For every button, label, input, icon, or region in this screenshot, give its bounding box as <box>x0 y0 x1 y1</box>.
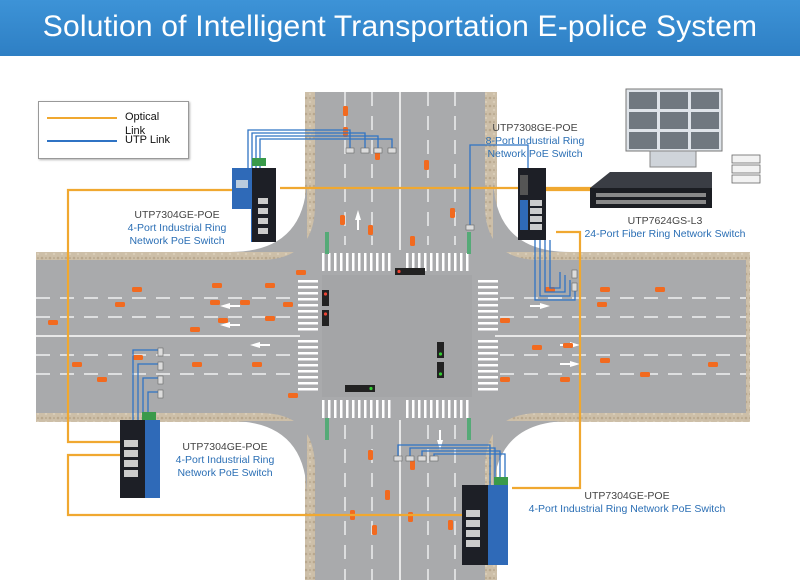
server-icon <box>731 154 761 184</box>
switch-bottom-left <box>120 412 160 498</box>
core-switch-model: UTP7624GS-L3 <box>627 215 703 227</box>
traffic-lights <box>322 232 471 440</box>
label-switch-top-right: UTP7308GE-POE 8-Port Industrial Ring Net… <box>465 122 605 161</box>
core-switch-desc: 24-Port Fiber Ring Network Switch <box>584 228 746 240</box>
core-switch <box>590 172 712 208</box>
switch-bottom-left-desc-2: Network PoE Switch <box>177 467 273 479</box>
switch-top-left-model: UTP7304GE-POE <box>134 209 220 221</box>
video-wall-icon <box>625 88 723 168</box>
switch-top-left-desc-1: 4-Port Industrial Ring <box>127 222 227 234</box>
legend-label-utp: UTP Link <box>125 134 171 146</box>
legend-swatch-optical <box>47 117 117 119</box>
legend: Optical Link UTP Link <box>38 101 189 159</box>
switch-bottom-left-model: UTP7304GE-POE <box>182 441 268 453</box>
switch-bottom-right-model: UTP7304GE-POE <box>584 490 670 502</box>
utp-links <box>132 129 576 485</box>
intersection-box <box>322 275 472 397</box>
switch-bottom-left-desc-1: 4-Port Industrial Ring <box>175 454 275 466</box>
switch-top-left-desc-2: Network PoE Switch <box>129 235 225 247</box>
intersection-diagram <box>36 88 761 580</box>
switch-top-right-desc-2: Network PoE Switch <box>487 148 583 160</box>
legend-swatch-utp <box>47 140 117 142</box>
zebra-crossings <box>298 253 498 418</box>
legend-item-utp: UTP Link <box>47 133 182 147</box>
switch-top-right-model: UTP7308GE-POE <box>492 122 578 134</box>
cameras <box>157 147 578 462</box>
label-switch-bottom-left: UTP7304GE-POE 4-Port Industrial Ring Net… <box>160 441 290 480</box>
label-core-switch: UTP7624GS-L3 24-Port Fiber Ring Network … <box>555 215 775 241</box>
legend-label-optical: Optical Link <box>125 111 160 137</box>
label-switch-top-left: UTP7304GE-POE 4-Port Industrial Ring Net… <box>103 209 251 248</box>
switch-bottom-right <box>462 477 508 565</box>
header-banner: Solution of Intelligent Transportation E… <box>0 0 800 56</box>
switch-bottom-right-desc: 4-Port Industrial Ring Network PoE Switc… <box>528 503 726 515</box>
legend-item-optical: Optical Link <box>47 110 182 137</box>
switch-top-right <box>518 168 546 240</box>
label-switch-bottom-right: UTP7304GE-POE 4-Port Industrial Ring Net… <box>514 490 740 516</box>
page-title: Solution of Intelligent Transportation E… <box>42 10 758 43</box>
switch-top-right-desc-1: 8-Port Industrial Ring <box>485 135 585 147</box>
